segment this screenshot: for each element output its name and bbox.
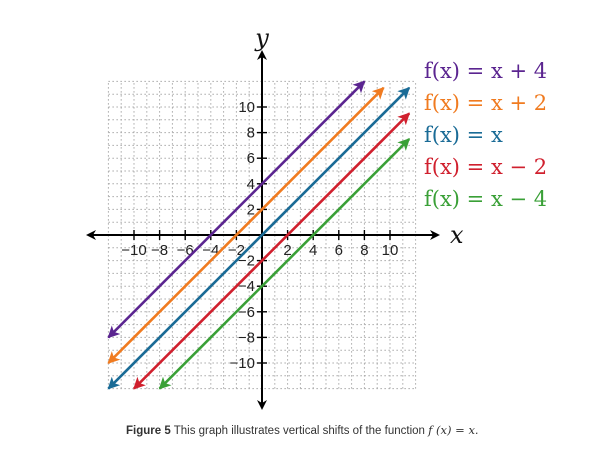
x-tick-label: 6 <box>335 242 343 259</box>
caption-function: f (x) = x. <box>428 423 479 437</box>
y-axis-label: y <box>254 24 269 52</box>
y-tick-label: 10 <box>238 99 255 116</box>
x-tick-label: −8 <box>151 242 168 259</box>
caption-text: This graph illustrates vertical shifts o… <box>170 425 429 437</box>
figure-label: Figure 5 <box>126 425 171 437</box>
x-tick-label: −10 <box>121 242 146 259</box>
y-tick-label: 8 <box>247 125 255 142</box>
legend-entry: f(x) = x <box>424 123 503 147</box>
series <box>107 80 411 390</box>
legend-entry: f(x) = x + 2 <box>424 91 547 115</box>
legend: f(x) = x + 4 f(x) = x + 2 f(x) = x f(x) = x… <box>424 59 547 211</box>
legend-entry: f(x) = x − 2 <box>424 155 547 179</box>
series-line <box>158 138 411 390</box>
figure-caption: Figure 5 This graph illustrates vertical… <box>126 423 479 437</box>
x-tick-label: 8 <box>360 242 368 259</box>
legend-entry: f(x) = x − 4 <box>424 187 547 211</box>
axes <box>86 50 440 410</box>
y-tick-label: −8 <box>238 329 255 346</box>
y-tick-label: −10 <box>230 355 255 372</box>
y-tick-label: 6 <box>247 150 255 167</box>
x-tick-label: 4 <box>309 242 317 259</box>
x-axis-label: x <box>450 221 464 249</box>
x-tick-label: 10 <box>382 242 399 259</box>
legend-entry: f(x) = x + 4 <box>424 59 547 83</box>
